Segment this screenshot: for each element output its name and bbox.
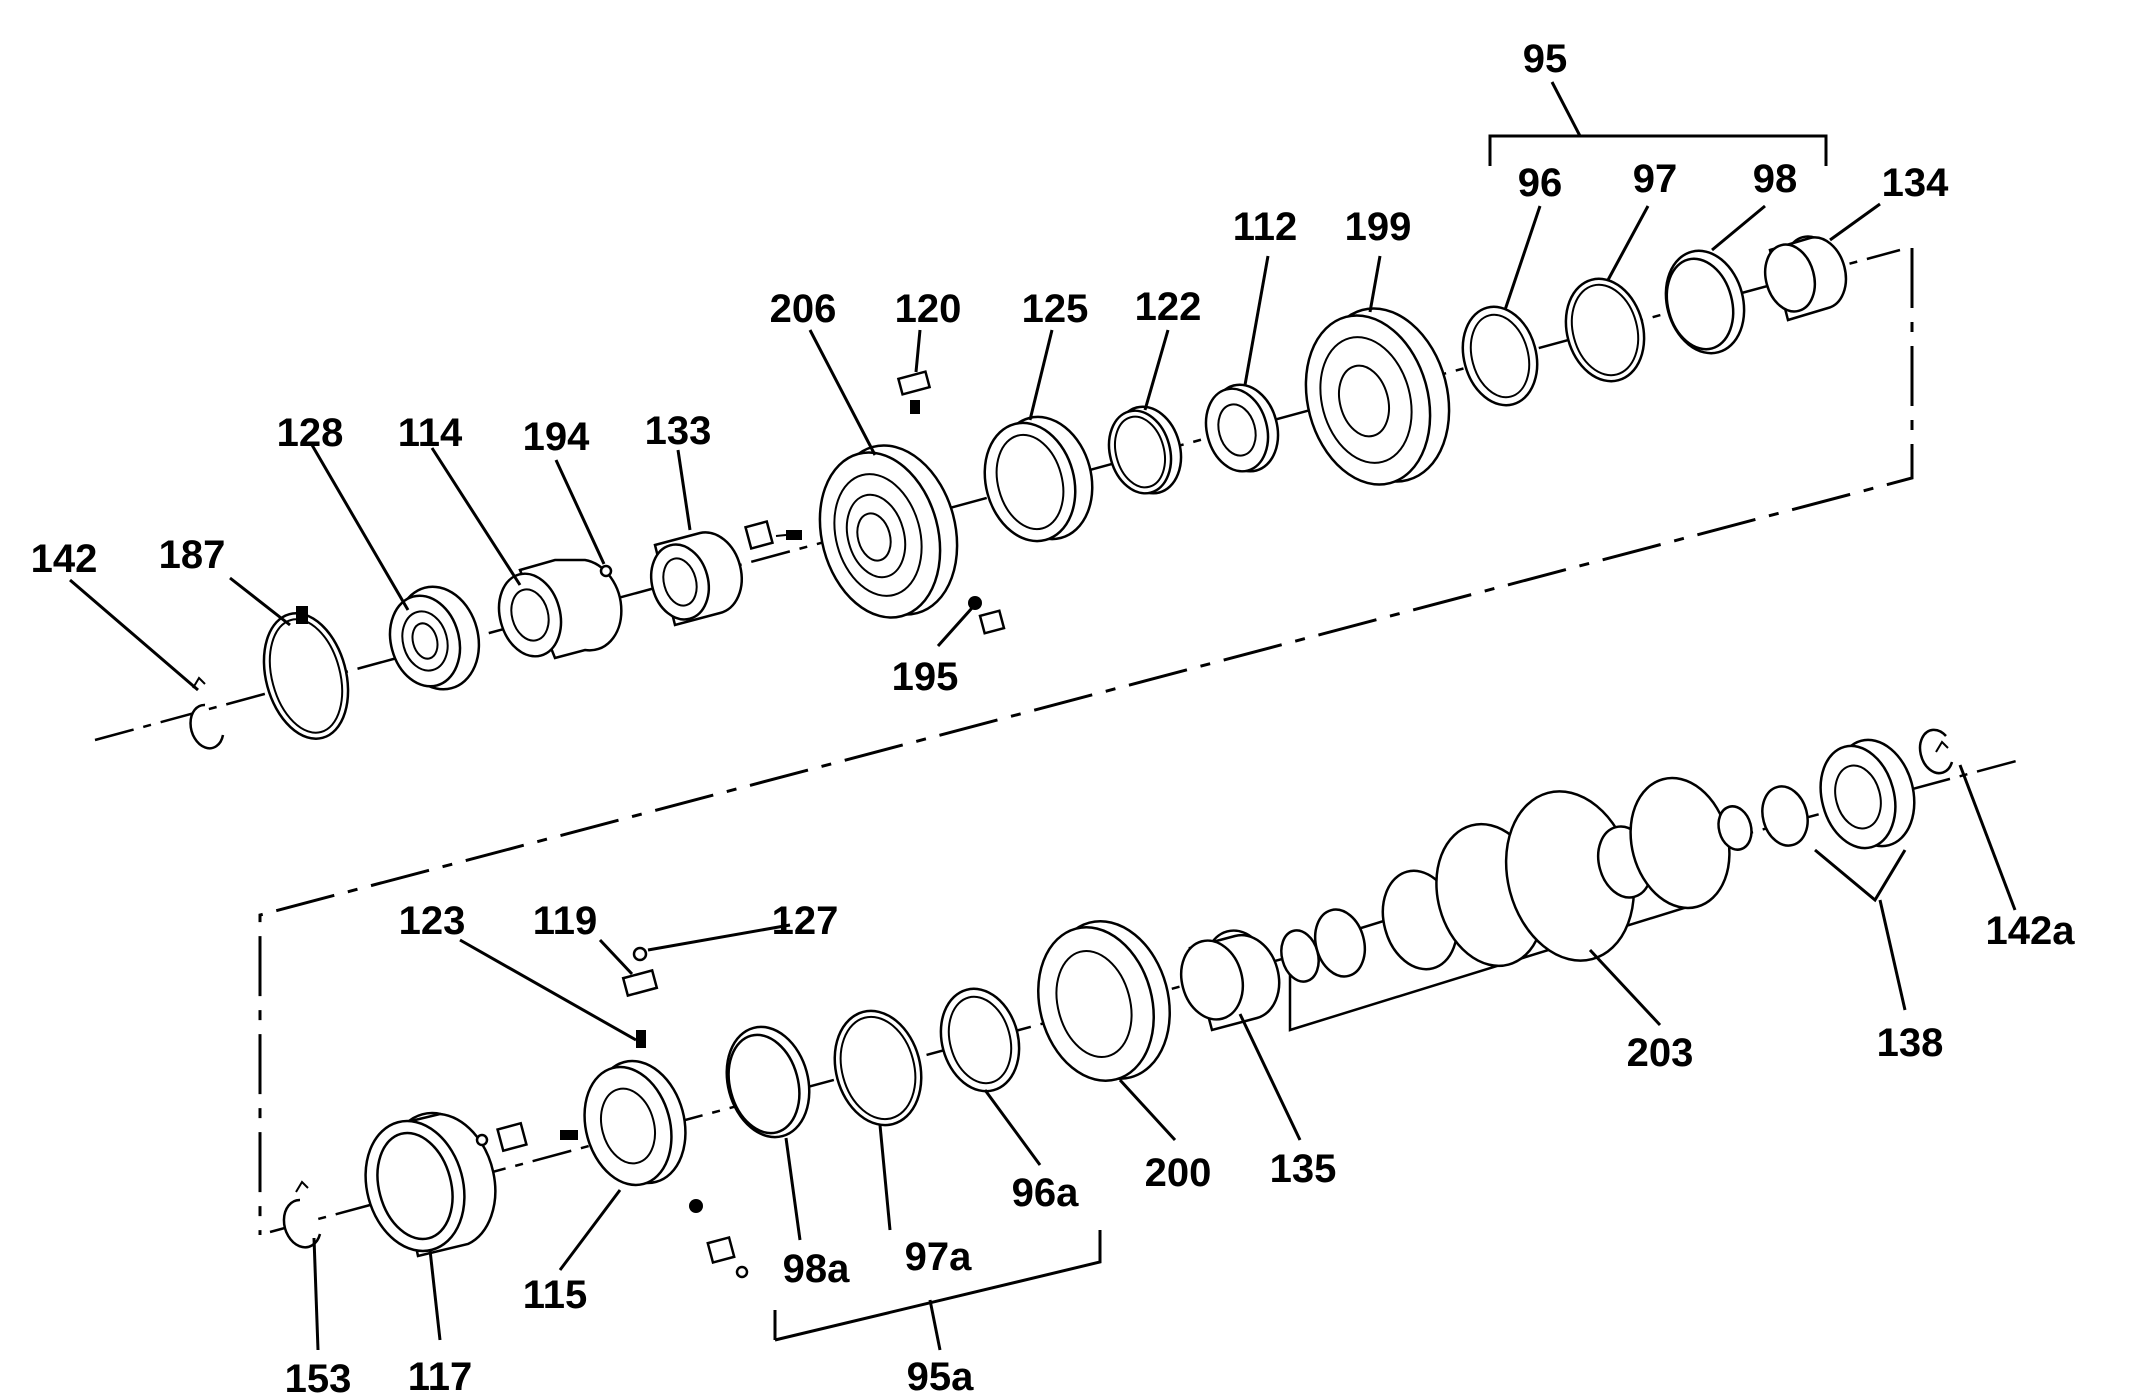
label-206: 206 (770, 287, 837, 331)
label-142a: 142a (1986, 909, 2076, 953)
part-128-bearing (388, 585, 481, 691)
label-134: 134 (1882, 161, 1949, 205)
label-200: 200 (1145, 1151, 1212, 1195)
label-120: 120 (895, 287, 962, 331)
part-96-cone (1461, 305, 1539, 407)
part-112-ring (1204, 383, 1280, 473)
part-97-cone (1564, 277, 1646, 383)
part-133-needle-bearing (649, 531, 743, 627)
part-115-synchro-hub (583, 1059, 687, 1187)
label-117: 117 (408, 1355, 473, 1399)
label-95a: 95a (907, 1355, 974, 1399)
part-98-blocker-ring (1664, 249, 1746, 355)
part-labels: 95 96 97 98 134 112 199 206 120 125 122 … (31, 37, 2076, 1399)
label-194: 194 (523, 415, 590, 459)
part-142-snap-ring (189, 676, 225, 750)
part-142a-snap-ring (1918, 728, 1954, 775)
label-115: 115 (523, 1273, 588, 1317)
label-119: 119 (533, 899, 598, 943)
part-194-ball (599, 564, 613, 578)
label-135: 135 (1270, 1147, 1337, 1191)
label-98: 98 (1753, 157, 1798, 201)
part-synchro-key-detail (743, 519, 802, 551)
label-142: 142 (31, 537, 98, 581)
part-123-spring (636, 1030, 646, 1048)
label-122: 122 (1135, 285, 1202, 329)
label-153: 153 (285, 1357, 352, 1399)
leader-lines (69, 81, 2017, 1351)
label-95: 95 (1523, 37, 1568, 81)
part-199-gear (1304, 307, 1451, 486)
label-195: 195 (892, 655, 959, 699)
label-138: 138 (1877, 1021, 1944, 1065)
label-98a: 98a (783, 1247, 850, 1291)
part-153-snap-ring (282, 1180, 322, 1249)
connection-frame (258, 248, 1914, 1235)
label-133: 133 (645, 409, 712, 453)
part-203-mainshaft (1280, 776, 1753, 1032)
label-97a: 97a (905, 1235, 972, 1279)
part-96a-cone (939, 987, 1021, 1093)
part-127-ball (632, 946, 648, 962)
part-195-key (968, 596, 1006, 635)
part-135-needle-bearing (1179, 929, 1281, 1032)
part-97a-cone (833, 1009, 923, 1127)
part-114-spacer (497, 558, 623, 660)
label-96a: 96a (1012, 1171, 1079, 1215)
label-127: 127 (772, 899, 839, 943)
label-187: 187 (159, 533, 226, 577)
part-134-needle-bearing (1763, 235, 1848, 322)
label-96: 96 (1518, 161, 1563, 205)
part-117-sleeve (364, 1111, 497, 1258)
part-122-blocker-ring (1107, 405, 1183, 495)
part-98a-blocker-ring (725, 1025, 811, 1139)
label-125: 125 (1022, 287, 1089, 331)
label-199: 199 (1345, 205, 1412, 249)
part-lower-key-bottom (689, 1199, 749, 1279)
label-203: 203 (1627, 1031, 1694, 1075)
label-123: 123 (399, 899, 466, 943)
label-128: 128 (277, 411, 344, 455)
part-138-bearing-assembly (1761, 738, 1916, 850)
part-206-gear (818, 444, 959, 619)
part-187-retaining-ring (262, 606, 350, 740)
label-97: 97 (1633, 157, 1678, 201)
part-125-synchro-sleeve (983, 415, 1094, 543)
part-lower-key-detail (475, 1121, 578, 1153)
label-114: 114 (398, 411, 463, 455)
part-119-key (621, 968, 659, 998)
part-200-gear (1037, 920, 1171, 1082)
part-120-key (896, 370, 932, 414)
label-112: 112 (1233, 205, 1298, 249)
